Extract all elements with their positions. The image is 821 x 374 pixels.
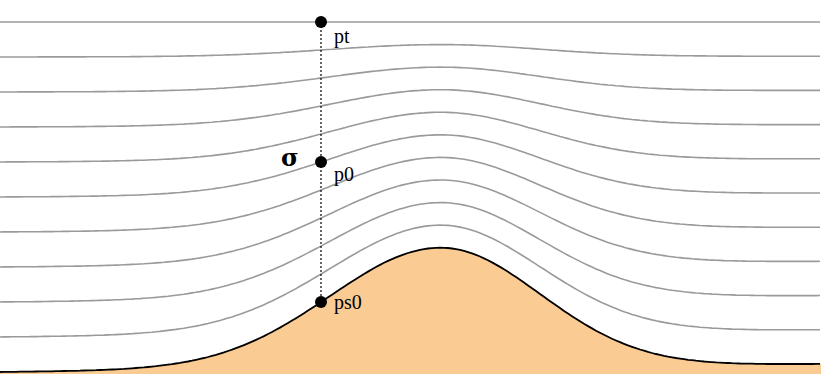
sigma-level xyxy=(0,157,820,232)
sigma-level xyxy=(0,135,820,197)
terrain xyxy=(0,248,821,374)
point-surface xyxy=(315,296,327,308)
sigma-level xyxy=(0,67,820,92)
sigma-label: σ xyxy=(281,146,299,170)
sigma-level xyxy=(0,180,820,267)
point-top xyxy=(315,16,327,28)
pressure-level-label: p0 xyxy=(334,164,354,184)
sigma-level xyxy=(0,45,820,57)
terrain-outline xyxy=(0,248,820,372)
point-sigma xyxy=(315,156,327,168)
surface-pressure-label: ps0 xyxy=(334,292,362,312)
sigma-level xyxy=(0,225,820,337)
pressure-top-label: pt xyxy=(334,26,350,46)
sigma-level xyxy=(0,21,820,23)
sigma-level xyxy=(0,90,820,127)
